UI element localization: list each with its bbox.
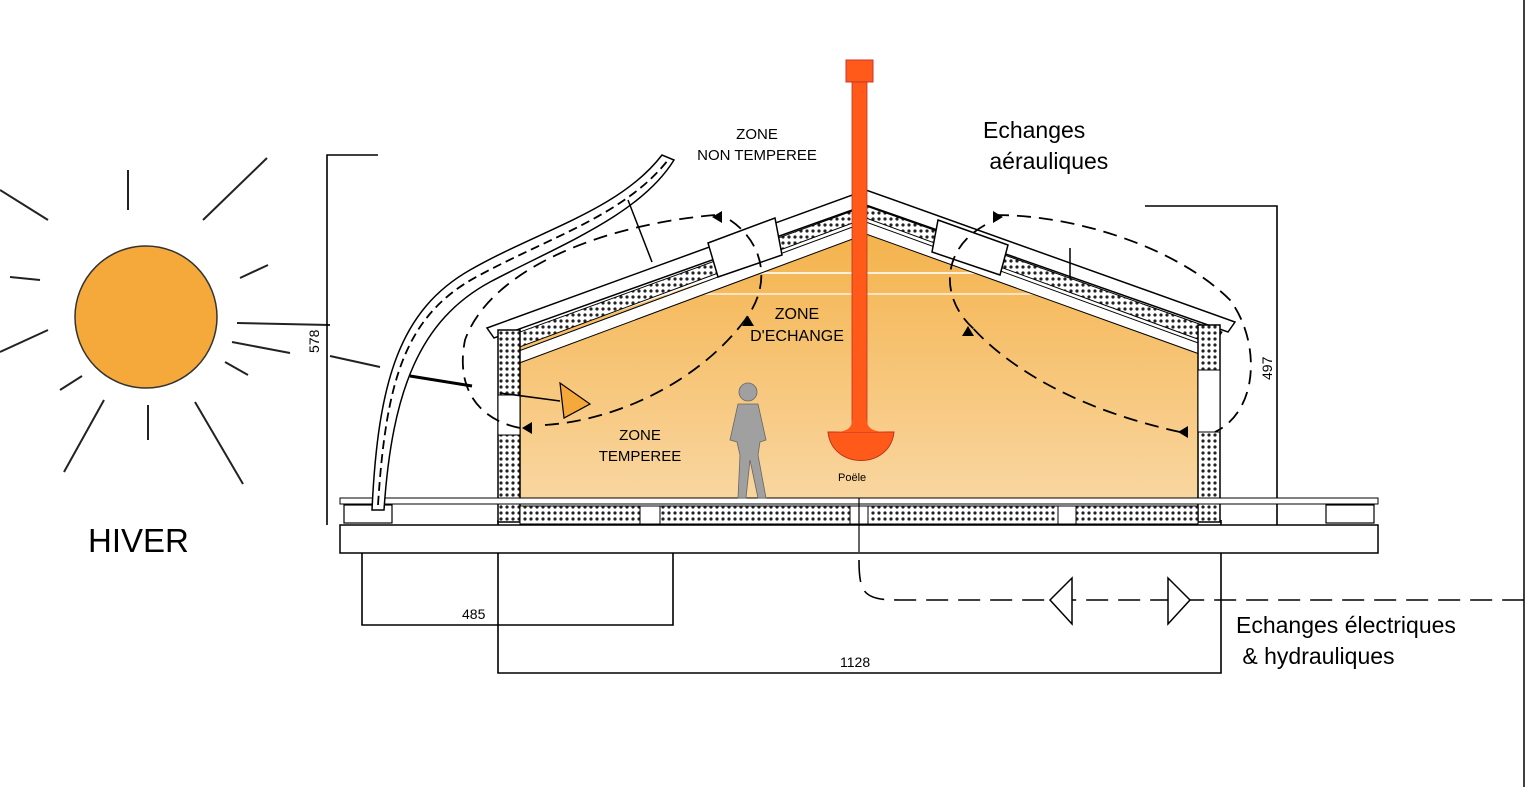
dimension-lines — [326, 154, 1278, 674]
dimension-578: 578 — [306, 329, 322, 353]
person-icon — [729, 382, 767, 499]
sun-disc — [74, 245, 218, 389]
stove-label: Poële — [838, 472, 867, 484]
dimension-1128: 1128 — [840, 654, 871, 670]
exchanges-electric-label: Echanges électriques & hydrauliques — [1236, 612, 1456, 669]
stove-icon — [827, 59, 895, 552]
dimension-485: 485 — [462, 606, 486, 622]
airflow-loops — [461, 214, 1252, 433]
airflow-arrowheads — [522, 211, 1188, 438]
dimension-497: 497 — [1259, 356, 1275, 380]
electric-hydraulic-line — [858, 559, 1527, 626]
sun-icon — [0, 157, 381, 485]
walls — [497, 324, 1221, 523]
season-label: HIVER — [88, 522, 189, 559]
zone-non-temperee-label: ZONE NON TEMPEREE — [697, 126, 817, 164]
exchanges-air-label: Echanges aérauliques — [983, 117, 1109, 174]
curved-glazing — [371, 154, 1071, 511]
sun-rays — [0, 157, 381, 485]
solar-gain-arrow — [409, 374, 592, 419]
zone-temperee-label: ZONE TEMPEREE — [598, 427, 682, 465]
zone-echange-label: ZONE D'ECHANGE — [750, 306, 844, 345]
